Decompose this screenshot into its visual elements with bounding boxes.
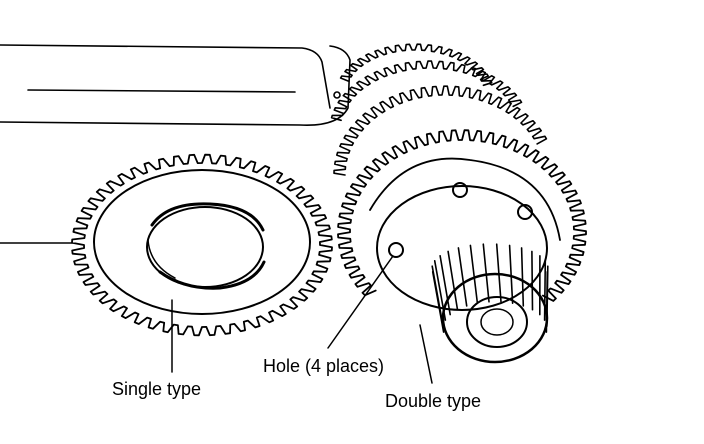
hole-label: Hole (4 places) xyxy=(263,356,384,376)
single-type-label: Single type xyxy=(112,379,201,399)
housing-outline xyxy=(0,44,351,244)
double-type-label: Double type xyxy=(385,391,481,411)
cluster-gear-teeth xyxy=(330,43,587,302)
hole-leader xyxy=(327,255,394,349)
hole-marker xyxy=(388,242,404,258)
single-type-gear xyxy=(71,153,333,337)
pinion-gear xyxy=(431,243,549,333)
hole-marker xyxy=(452,182,468,198)
double-leader xyxy=(419,324,433,384)
hole-marker xyxy=(517,204,533,220)
leader-lines xyxy=(171,255,433,384)
double-type-gear-cluster xyxy=(330,43,587,364)
single-gear-teeth xyxy=(71,153,333,337)
